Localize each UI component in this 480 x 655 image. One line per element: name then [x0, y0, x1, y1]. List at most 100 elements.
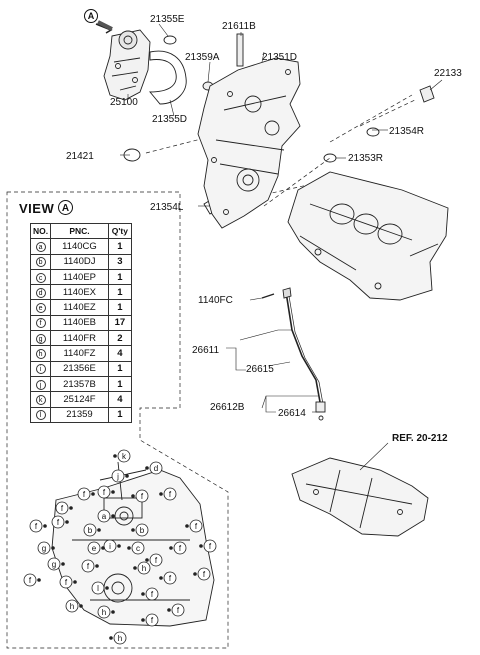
bolt-marker-l: l: [91, 581, 109, 595]
label-21421: 21421: [66, 151, 94, 162]
label-26614: 26614: [278, 408, 306, 419]
view-a-tag: A: [84, 9, 98, 23]
bolt-marker-f: f: [29, 519, 47, 533]
bolt-marker-h: h: [97, 605, 115, 619]
svg-text:b: b: [88, 526, 93, 535]
svg-text:f: f: [103, 488, 106, 497]
bolt-marker-d: d: [145, 461, 163, 475]
label-21355e: 21355E: [150, 14, 185, 25]
label-21353r: 21353R: [348, 153, 384, 164]
svg-text:h: h: [118, 634, 122, 643]
svg-text:b: b: [140, 526, 145, 535]
label-21611b: 21611B: [222, 21, 256, 32]
svg-text:f: f: [83, 490, 86, 499]
label-21351d: 21351D: [262, 52, 298, 63]
row-letter: c: [35, 272, 46, 283]
svg-text:l: l: [97, 584, 99, 593]
svg-text:j: j: [116, 472, 119, 481]
svg-text:f: f: [203, 570, 206, 579]
row-qty: 1: [107, 299, 133, 316]
row-qty: 4: [107, 345, 133, 362]
water-pump-25100: [103, 29, 151, 101]
bolt-marker-g: g: [47, 557, 65, 571]
bolt-marker-j: j: [111, 469, 129, 483]
label-25100: 25100: [110, 97, 138, 108]
row-pnc: 21356E: [50, 360, 109, 377]
bolt-marker-f: f: [55, 501, 73, 515]
row-qty: 1: [107, 284, 133, 301]
row-letter: h: [35, 349, 46, 360]
svg-text:f: f: [29, 576, 32, 585]
svg-text:h: h: [102, 608, 106, 617]
label-26615: 26615: [246, 364, 274, 375]
bolt-marker-f: f: [59, 575, 77, 589]
row-pnc: 1140FZ: [50, 345, 109, 362]
label-26612b: 26612B: [210, 402, 245, 413]
oring-21355e: [163, 35, 177, 45]
row-qty: 4: [107, 391, 133, 408]
row-pnc: 1140EB: [50, 314, 109, 332]
svg-text:f: f: [155, 556, 158, 565]
svg-text:c: c: [136, 544, 140, 553]
gasket-21355d: [149, 50, 187, 105]
row-qty: 17: [107, 314, 133, 332]
leader-lines: [120, 23, 443, 471]
row-pnc: 25124F: [50, 391, 109, 408]
timing-cover-21351d: [197, 57, 301, 229]
svg-text:a: a: [102, 512, 107, 521]
bolt-marker-b: b: [131, 523, 149, 537]
row-letter: d: [35, 287, 46, 298]
bolt-marker-i: i: [103, 539, 121, 553]
row-pnc: 1140EP: [50, 268, 109, 286]
row-qty: 1: [107, 360, 133, 377]
svg-text:f: f: [65, 578, 68, 587]
bolt-marker-h: h: [133, 561, 151, 575]
row-pnc: 21357B: [50, 375, 109, 393]
view-letter-circle: A: [58, 200, 73, 215]
bolt-marker-f: f: [51, 515, 69, 529]
row-qty: 1: [107, 238, 133, 255]
row-letter: k: [35, 394, 46, 405]
bolt-marker-f: f: [185, 519, 203, 533]
bolt-marker-f: f: [97, 485, 115, 499]
header-no: NO.: [29, 222, 52, 240]
svg-text:f: f: [57, 518, 60, 527]
row-qty: 1: [107, 268, 133, 286]
svg-text:k: k: [122, 452, 127, 461]
row-letter: l: [35, 410, 46, 421]
row-pnc: 1140CG: [50, 238, 109, 255]
row-letter: a: [35, 241, 46, 252]
svg-text:f: f: [35, 522, 38, 531]
bolt-marker-f: f: [169, 541, 187, 555]
row-letter: i: [35, 364, 46, 375]
svg-text:h: h: [142, 564, 146, 573]
bolt-marker-e: e: [87, 541, 105, 555]
bolt-marker-b: b: [83, 523, 101, 537]
svg-text:f: f: [177, 606, 180, 615]
bolt-marker-f: f: [131, 489, 149, 503]
row-qty: 1: [107, 406, 133, 423]
oring-21354r: [366, 127, 380, 137]
svg-text:f: f: [151, 616, 154, 625]
cylinder-block: [287, 171, 449, 301]
bolt-marker-f: f: [167, 603, 185, 617]
label-21355d: 21355D: [152, 114, 188, 125]
bolt-marker-c: c: [127, 541, 145, 555]
svg-text:f: f: [141, 492, 144, 501]
bolt-marker-f: f: [141, 613, 159, 627]
view-title: VIEW: [19, 201, 55, 216]
svg-text:f: f: [87, 562, 90, 571]
row-qty: 2: [107, 330, 133, 347]
